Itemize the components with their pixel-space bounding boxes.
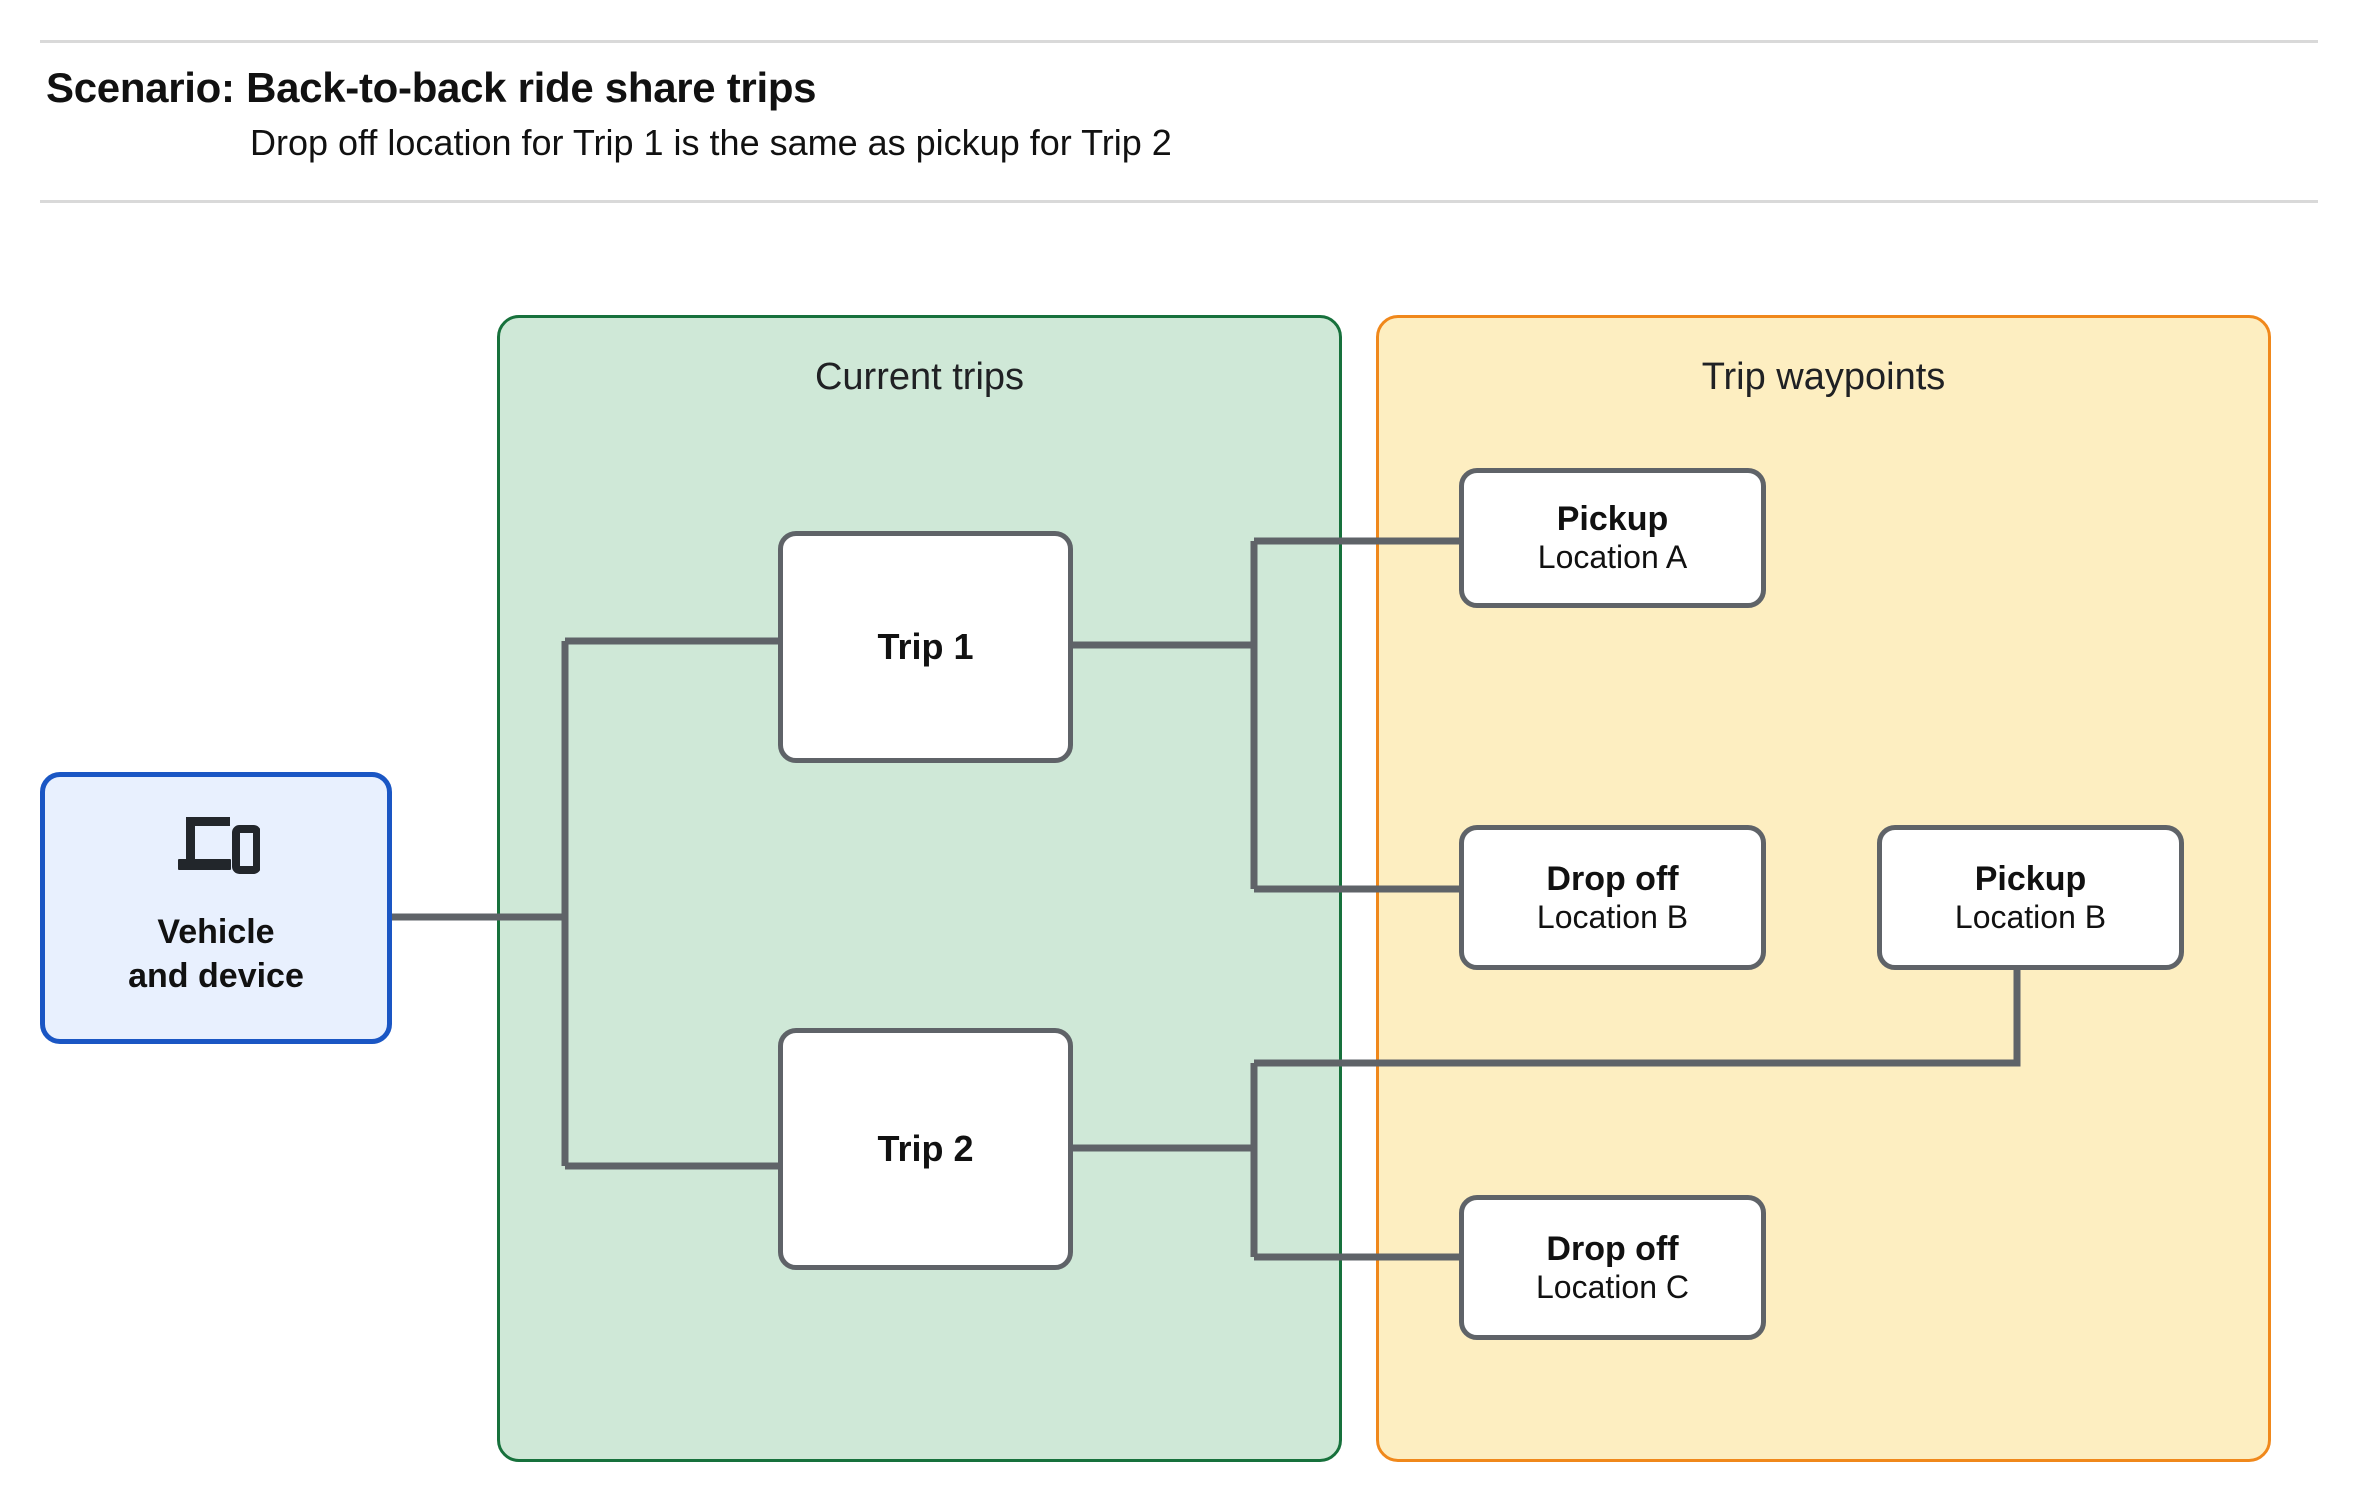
node-waypoint-dropoff-b-location: Location B	[1536, 898, 1689, 935]
node-waypoint-dropoff-c-type: Drop off	[1546, 1229, 1679, 1268]
node-vehicle-label: Vehicle and device	[128, 913, 304, 995]
node-waypoint-dropoff-c-location: Location C	[1536, 1268, 1689, 1305]
page-subtitle: Drop off location for Trip 1 is the same…	[250, 122, 1172, 163]
group-trip-waypoints-title: Trip waypoints	[1701, 356, 1946, 398]
node-trip-2-label: Trip 2	[877, 1127, 974, 1169]
node-waypoint-pickup-b-location: Location B	[1954, 898, 2107, 935]
node-waypoint-dropoff-c[interactable]: Drop off Location C	[1459, 1195, 1766, 1340]
group-current-trips: Current trips	[497, 315, 1342, 1462]
node-waypoint-pickup-a-type: Pickup	[1556, 500, 1669, 539]
page-title: Scenario: Back-to-back ride share trips	[46, 64, 817, 111]
node-waypoint-pickup-a-location: Location A	[1537, 539, 1688, 576]
node-trip-2[interactable]: Trip 2	[778, 1028, 1073, 1270]
node-trip-1-label: Trip 1	[877, 625, 974, 667]
node-waypoint-pickup-b-type: Pickup	[1974, 859, 2087, 898]
header-rule-top	[40, 40, 2318, 43]
node-trip-1[interactable]: Trip 1	[778, 531, 1073, 763]
node-waypoint-dropoff-b[interactable]: Drop off Location B	[1459, 825, 1766, 970]
header-rule-bottom	[40, 200, 2318, 203]
devices-icon	[172, 813, 260, 877]
node-waypoint-dropoff-b-type: Drop off	[1546, 859, 1679, 898]
node-vehicle-and-device[interactable]: Vehicle and device	[40, 772, 392, 1044]
node-waypoint-pickup-a[interactable]: Pickup Location A	[1459, 468, 1766, 608]
group-current-trips-title: Current trips	[814, 356, 1025, 398]
node-waypoint-pickup-b[interactable]: Pickup Location B	[1877, 825, 2184, 970]
